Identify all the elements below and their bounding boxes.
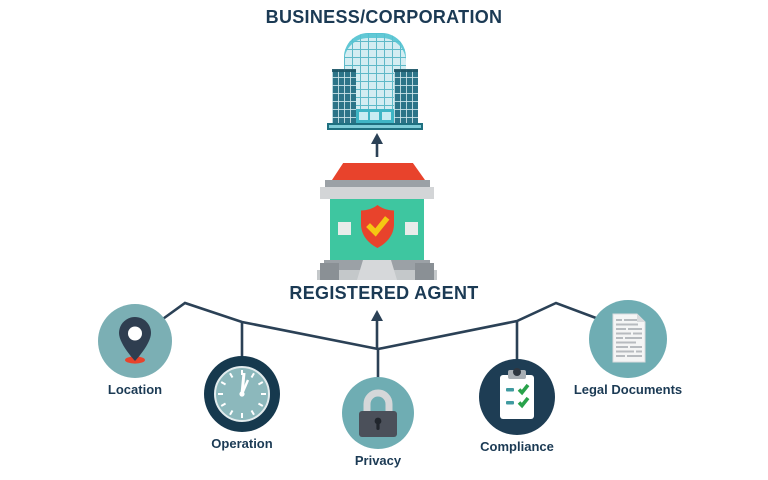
- operation-circle-badge: [204, 356, 280, 432]
- compliance-circle-badge: [479, 359, 555, 435]
- skyscraper-right-tower: [394, 69, 418, 123]
- node-compliance: Compliance: [437, 359, 597, 454]
- agent-cornice-light: [320, 187, 434, 199]
- skyscraper-entrance: [356, 109, 394, 123]
- compliance-label: Compliance: [480, 439, 554, 454]
- connector-right: [377, 301, 597, 351]
- document-icon: [612, 313, 646, 363]
- location-label: Location: [107, 382, 163, 397]
- legal-documents-label: Legal Documents: [573, 382, 683, 397]
- agent-window-right: [405, 222, 418, 235]
- clock-icon: [214, 366, 270, 422]
- node-operation: Operation: [162, 356, 322, 451]
- operation-label: Operation: [211, 436, 273, 451]
- location-circle-badge: [98, 304, 172, 378]
- legal-documents-circle-badge: [589, 300, 667, 378]
- padlock-icon: [359, 389, 397, 437]
- privacy-label: Privacy: [354, 453, 402, 468]
- arrow-up-agent-head: [371, 310, 383, 321]
- skyscraper-left-tower: [332, 69, 356, 123]
- node-privacy: Privacy: [298, 377, 458, 468]
- agent-window-left: [338, 222, 351, 235]
- agent-cornice-dark: [325, 180, 430, 187]
- shield-check-icon: [361, 205, 394, 248]
- node-location: Location: [55, 304, 215, 397]
- connector-left: [159, 301, 379, 351]
- agent-roof: [332, 163, 425, 180]
- agent-plinth-right: [415, 263, 434, 280]
- agent-plinth-left: [320, 263, 339, 280]
- skyscraper-base: [327, 123, 423, 130]
- map-pin-icon: [119, 317, 151, 364]
- registered-agent-title: REGISTERED AGENT: [289, 283, 479, 303]
- agent-stairs: [357, 260, 397, 280]
- skyscraper-icon: [327, 33, 423, 130]
- node-legal-documents: Legal Documents: [548, 300, 708, 397]
- privacy-circle-badge: [342, 377, 414, 449]
- registered-agent-building-icon: [317, 160, 437, 280]
- business-title: BUSINESS/CORPORATION: [265, 7, 503, 27]
- arrow-up-business-head: [371, 133, 383, 144]
- clipboard-checklist-icon: [500, 368, 534, 419]
